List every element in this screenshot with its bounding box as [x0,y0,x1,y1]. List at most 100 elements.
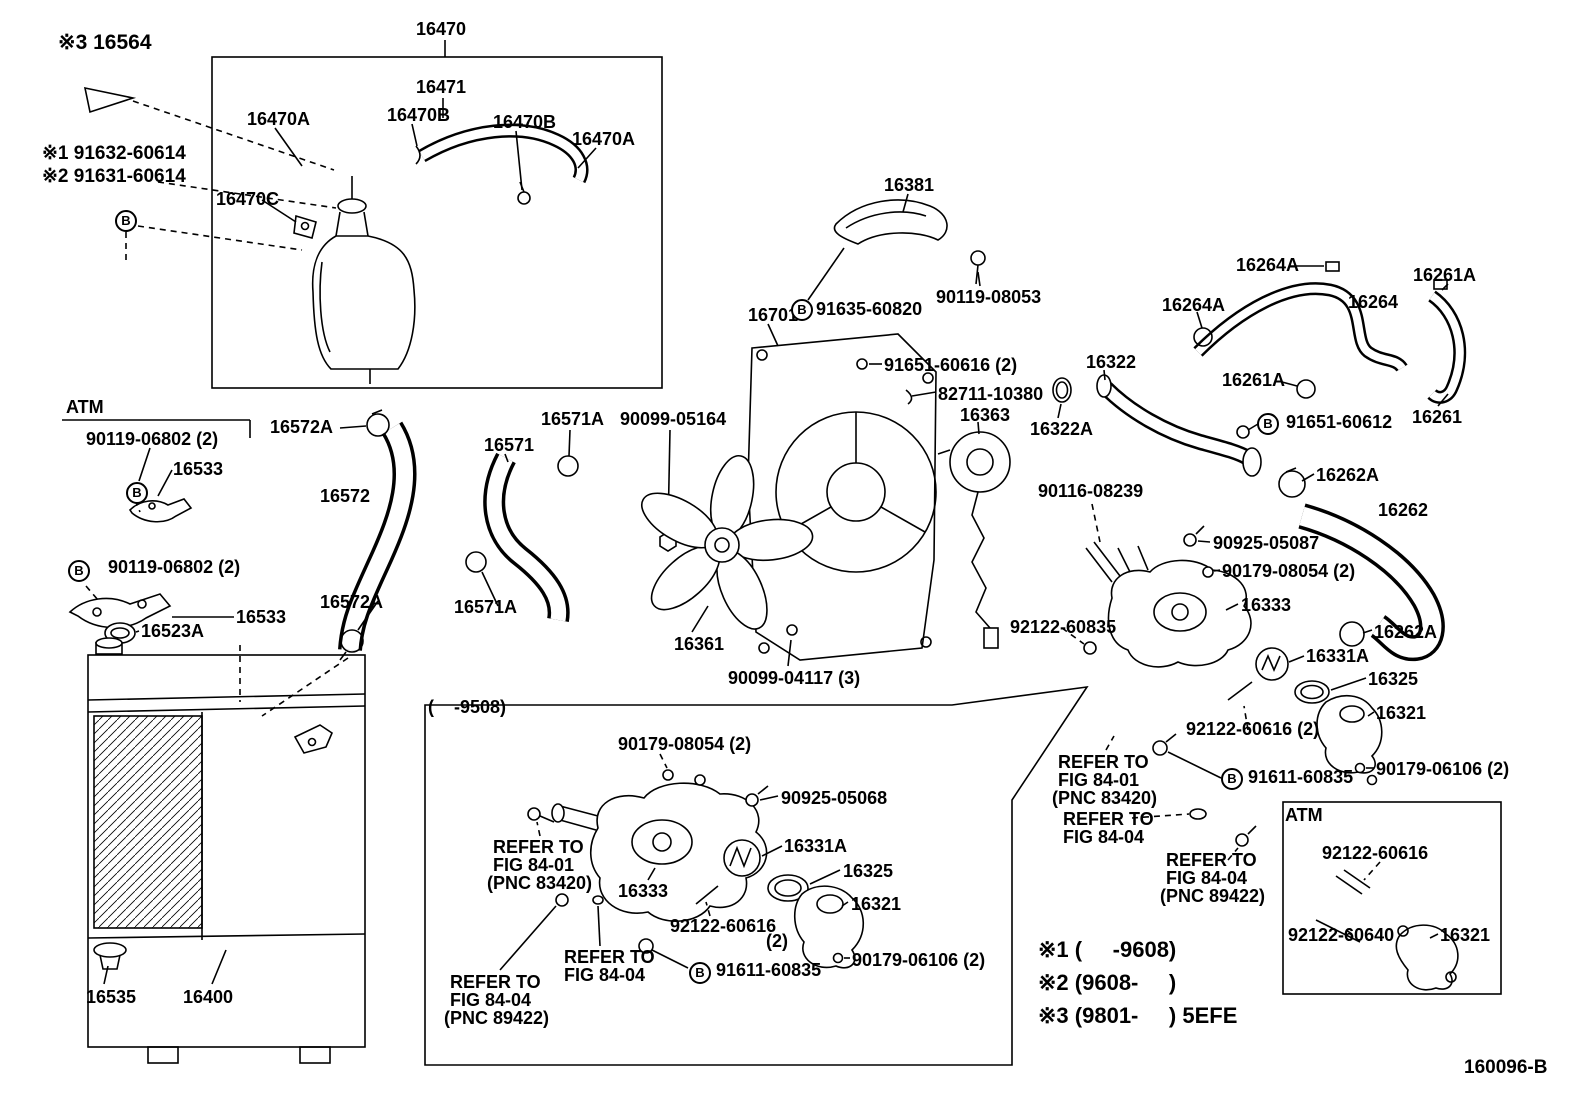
part-label-3-9801-5EFE: ※3 (9801- ) 5EFE [1038,1003,1238,1028]
part-label-REFER-TO: REFER TO [450,972,541,992]
part-label-91635-60820: 91635-60820 [816,299,923,319]
part-label-16361: 16361 [674,634,725,654]
part-label-16264A: 16264A [1236,255,1300,275]
part-label-90099-05164: 90099-05164 [620,409,727,429]
part-label-16572: 16572 [320,486,371,506]
part-label-16470C: 16470C [216,189,280,209]
part-label-FIG-84-01: FIG 84-01 [1058,770,1140,790]
water-outlet-housing-detail-drawing [499,753,864,971]
circled-b-marker: B [791,299,813,321]
part-label-91651-60612: 91651-60612 [1286,412,1393,432]
circled-b-marker: B [1221,768,1243,790]
part-label-92122-60616: 92122-60616 [1322,843,1429,863]
part-label-16262: 16262 [1378,500,1429,520]
part-label-16470: 16470 [416,19,467,39]
part-label-FIG-84-04: FIG 84-04 [450,990,532,1010]
part-label-REFER-TO: REFER TO [1166,850,1257,870]
part-label-REFER-TO: REFER TO [1058,752,1149,772]
part-label-PNC-83420: (PNC 83420) [1052,788,1158,808]
part-label-90119-08053: 90119-08053 [936,287,1042,307]
part-label-PNC-83420: (PNC 83420) [487,873,593,893]
part-label-2-9608: ※2 (9608- ) [1038,970,1177,995]
part-label-16535: 16535 [86,987,137,1007]
part-label-FIG-84-01: FIG 84-01 [493,855,575,875]
part-label-REFER-TO: REFER TO [1063,809,1154,829]
part-label-16321: 16321 [1376,703,1427,723]
part-label-91611-60835: 91611-60835 [1248,767,1354,787]
part-label-90179-08054-2: 90179-08054 (2) [1222,561,1356,581]
part-label-FIG-84-04: FIG 84-04 [564,965,646,985]
part-label-16322A: 16322A [1030,419,1094,439]
part-label-92122-60616-2: 92122-60616 (2) [1186,719,1320,739]
part-label-16322: 16322 [1086,352,1137,372]
part-label-16264: 16264 [1348,292,1399,312]
part-label-92122-60835: 92122-60835 [1010,617,1117,637]
reserve-tank-box [211,40,663,389]
part-label-16261A: 16261A [1413,265,1477,285]
atm-bracket-group [62,419,251,644]
part-label-90179-08054-2: 90179-08054 (2) [618,734,752,754]
part-label-16523A: 16523A [141,621,205,641]
part-label-90925-05087: 90925-05087 [1213,533,1320,553]
part-label-16321: 16321 [1440,925,1491,945]
part-label-16261A: 16261A [1222,370,1286,390]
part-label-3-16564: ※3 16564 [58,31,152,54]
part-label-90925-05068: 90925-05068 [781,788,888,808]
part-label-16331A: 16331A [784,836,848,856]
part-label-16571A: 16571A [454,597,518,617]
part-label-90116-08239: 90116-08239 [1038,481,1144,501]
reserve-tank-drawing [293,123,589,384]
part-label-92122-60616: 92122-60616 [670,916,777,936]
fan-motor-drawing [937,421,1011,649]
lower-hose-16262-drawing [1278,467,1445,662]
part-label-9508: ( -9508) [428,697,507,717]
part-label-ATM: ATM [1285,805,1323,825]
part-label-16572A: 16572A [270,417,334,437]
part-label-16325: 16325 [843,861,894,881]
part-label-90119-06802-2: 90119-06802 (2) [86,429,219,449]
part-label-PNC-89422: (PNC 89422) [1160,886,1266,906]
part-label-91611-60835: 91611-60835 [716,960,822,980]
part-label-1-91632-60614: ※1 91632-60614 [42,143,186,164]
part-label-90099-04117-3: 90099-04117 (3) [728,668,861,688]
detail-box-9508 [424,685,1089,1066]
part-label-16262A: 16262A [1316,465,1380,485]
part-label-16571A: 16571A [541,409,605,429]
part-label-92122-60640: 92122-60640 [1288,925,1395,945]
part-label-90179-06106-2: 90179-06106 (2) [1376,759,1510,779]
circled-b-marker: B [126,482,148,504]
part-label-ATM: ATM [66,397,104,417]
water-inlet-pipe-drawing [1052,369,1262,477]
part-label-16261: 16261 [1412,407,1463,427]
part-label-16533: 16533 [173,459,224,479]
circled-b-marker: B [115,210,137,232]
part-label-16571: 16571 [484,435,535,455]
part-label-16333: 16333 [618,881,669,901]
part-label-16701: 16701 [748,305,799,325]
part-label-16471: 16471 [416,77,467,97]
part-label-FIG-84-04: FIG 84-04 [1166,868,1248,888]
part-label-16470A: 16470A [572,129,636,149]
atm-detail-box [1282,801,1502,995]
part-label-16470A: 16470A [247,109,311,129]
part-label-16331A: 16331A [1306,646,1370,666]
part-label-REFER-TO: REFER TO [493,837,584,857]
cooling-fan-drawing [641,454,814,667]
radiator-drawing [87,637,366,1064]
part-label-16363: 16363 [960,405,1011,425]
part-label-16572A: 16572A [320,592,384,612]
circled-b-marker: B [68,560,90,582]
part-label-91651-60616-2: 91651-60616 (2) [884,355,1018,375]
part-label-82711-10380: 82711-10380 [938,384,1044,404]
water-outlet-housing-right-drawing [1061,503,1383,861]
bypass-hose-drawing [807,193,986,301]
part-label-16533: 16533 [236,607,287,627]
part-label-16264A: 16264A [1162,295,1226,315]
part-label-160096-B: 160096-B [1464,1057,1548,1078]
circled-b-marker: B [689,962,711,984]
part-label-16262A: 16262A [1374,622,1438,642]
part-label-2-91631-60614: ※2 91631-60614 [42,166,186,187]
part-label-1-9608: ※1 ( -9608) [1038,937,1177,962]
